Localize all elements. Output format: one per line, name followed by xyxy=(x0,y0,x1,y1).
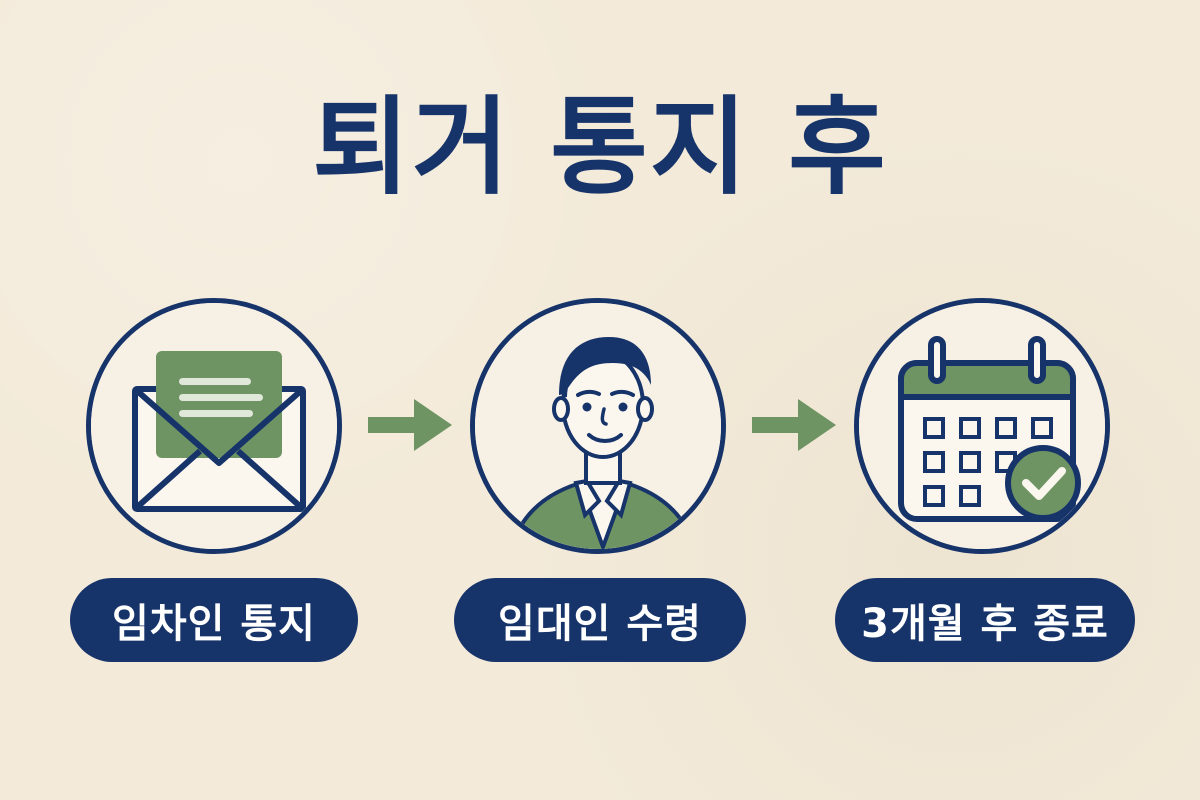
step-3-circle xyxy=(854,298,1110,554)
calendar-check-icon xyxy=(859,303,1105,549)
step-3-label: 3개월 후 종료 xyxy=(835,578,1135,662)
landlord-person-icon xyxy=(475,303,721,549)
step-2-circle xyxy=(470,298,726,554)
arrow-right-icon xyxy=(752,399,836,451)
step-1-circle xyxy=(86,298,342,554)
step-2-label: 임대인 수령 xyxy=(454,578,746,662)
page-title: 퇴거 통지 후 xyxy=(312,86,888,209)
envelope-letter-icon xyxy=(91,303,337,549)
arrow-right-icon xyxy=(368,399,452,451)
step-1-label: 임차인 통지 xyxy=(70,578,358,662)
